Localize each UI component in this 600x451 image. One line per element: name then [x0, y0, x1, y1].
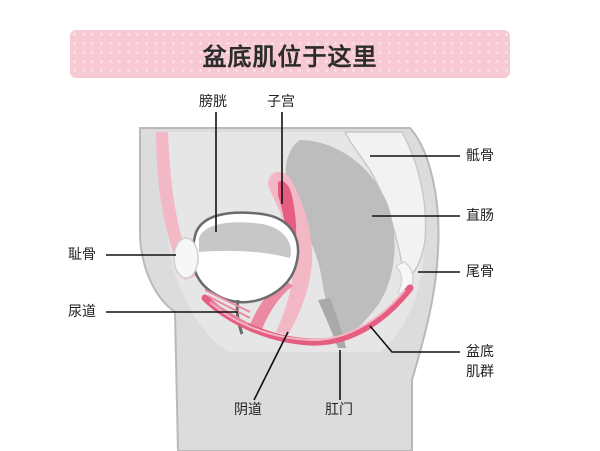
page-title: 盆底肌位于这里	[202, 42, 378, 71]
label-uterus: 子宫	[267, 94, 295, 110]
label-pelvic-floor-line2: 肌群	[466, 364, 494, 380]
label-pelvic-floor: 盆底 肌群	[466, 342, 494, 382]
label-anus: 肛门	[325, 402, 353, 418]
title-banner: 盆底肌位于这里	[70, 30, 510, 78]
bladder-fluid	[199, 222, 291, 258]
pelvic-floor-muscle-highlight	[209, 289, 406, 342]
label-urethra: 尿道	[68, 304, 96, 320]
label-vagina: 阴道	[234, 402, 262, 418]
pubic-bone-shape	[173, 237, 199, 279]
uterus-shape	[268, 171, 313, 335]
rectum-shape	[285, 140, 395, 342]
perineal-muscle-detail	[204, 289, 251, 325]
anterior-pink-strip	[156, 132, 196, 280]
label-sacrum: 骶骨	[466, 148, 494, 164]
label-coccyx: 尾骨	[466, 264, 494, 280]
label-pubic-bone: 耻骨	[68, 247, 96, 263]
label-rectum: 直肠	[466, 208, 494, 224]
leader-lines	[106, 112, 460, 401]
vagina-channel	[250, 280, 293, 332]
label-pelvic-floor-line1: 盆底	[466, 344, 494, 360]
label-bladder: 膀胱	[199, 94, 227, 110]
